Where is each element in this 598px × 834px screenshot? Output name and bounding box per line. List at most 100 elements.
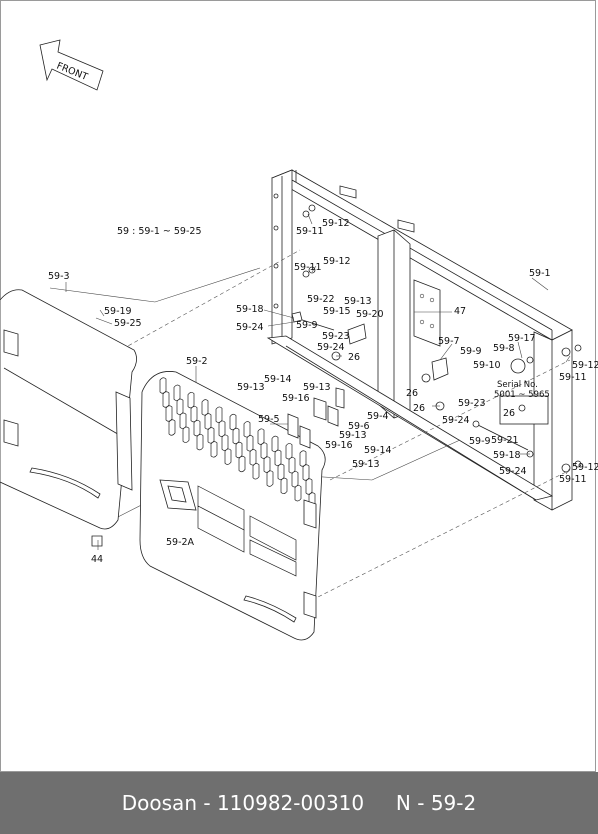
- callout-59-11-c: 59-11: [559, 372, 587, 383]
- callout-59-15: 59-15: [323, 306, 351, 317]
- vent-slot: [302, 464, 310, 481]
- vent-slot: [218, 420, 226, 437]
- callout-47: 47: [454, 306, 466, 317]
- leader-lines: [65, 213, 571, 550]
- callout-59-4: 59-4: [367, 411, 389, 422]
- callout-59-9-a: 59-9: [296, 320, 318, 331]
- callout-59-12-c: 59-12: [572, 360, 598, 371]
- callout-59-23-a: 59-23: [322, 331, 350, 342]
- callout-59-9-c: 59-9: [469, 436, 491, 447]
- callout-44: 44: [91, 554, 103, 565]
- vent-slot: [260, 442, 268, 459]
- vent-slot: [277, 463, 285, 481]
- callout-59-14-a: 59-14: [264, 374, 292, 385]
- side-panel-59-3: [0, 289, 137, 547]
- vent-slot: [193, 419, 201, 437]
- vent-slot: [249, 449, 257, 466]
- callout-59-13-c: 59-13: [303, 382, 331, 393]
- callout-59-23-b: 59-23: [458, 398, 486, 409]
- vent-slot: [221, 434, 229, 451]
- vent-slot: [274, 449, 282, 467]
- vent-slot: [165, 405, 173, 422]
- callout-59-11-a: 59-11: [296, 226, 324, 237]
- footer-brand: Doosan: [121, 791, 197, 815]
- vent-slot: [285, 443, 293, 460]
- vent-slot: [215, 406, 223, 423]
- exploded-view-drawing: FRONT: [0, 39, 598, 641]
- door-vent-slots: [159, 377, 316, 509]
- callout-59-17: 59-17: [508, 333, 536, 344]
- footer-part-number: 110982-00310: [216, 791, 365, 815]
- vent-slot: [271, 435, 279, 453]
- callout-59-11-d: 59-11: [559, 474, 587, 485]
- callout-59-12-a: 59-12: [322, 218, 350, 229]
- callout-59-1: 59-1: [529, 268, 551, 279]
- group-note: 59 : 59-1 ~ 59-25: [117, 226, 202, 237]
- vent-slot: [182, 426, 190, 443]
- vent-slot: [266, 470, 274, 487]
- serial-range: 5001 ~ 5965: [494, 390, 550, 400]
- callout-59-12-b: 59-12: [323, 256, 351, 267]
- vent-slot: [243, 421, 251, 438]
- callout-59-9-b: 59-9: [460, 346, 482, 357]
- callout-59-2: 59-2: [186, 356, 208, 367]
- callout-26-c: 26: [413, 403, 425, 414]
- vent-slot: [232, 427, 240, 445]
- vent-slot: [173, 384, 181, 401]
- vent-slot: [299, 450, 307, 467]
- vent-slot: [263, 456, 271, 473]
- callout-59-13-d: 59-13: [339, 430, 367, 441]
- vent-slot: [201, 399, 209, 416]
- serial-number-box: Serial No. 5001 ~ 5965 26: [494, 380, 550, 425]
- callout-59-13-e: 59-13: [352, 459, 380, 470]
- callout-59-11-b: 59-11: [294, 262, 322, 273]
- callout-59-6: 59-6: [348, 421, 370, 432]
- callout-59-21: 59-21: [491, 435, 519, 446]
- vent-slot: [246, 435, 254, 452]
- vent-slot: [162, 391, 170, 408]
- callout-26-b: 26: [406, 388, 418, 399]
- footer-separator: -: [197, 791, 217, 815]
- vent-slot: [291, 471, 299, 488]
- vent-slot: [252, 463, 260, 480]
- vent-slot: [190, 405, 198, 423]
- vent-slot: [235, 441, 243, 459]
- callout-59-13-a: 59-13: [344, 296, 372, 307]
- vent-slot: [179, 412, 187, 429]
- vent-slot: [204, 413, 212, 430]
- callout-59-7: 59-7: [438, 336, 460, 347]
- vent-slot: [196, 433, 204, 451]
- vent-slot: [176, 398, 184, 415]
- callout-59-3: 59-3: [48, 271, 70, 282]
- callout-59-14-b: 59-14: [364, 445, 392, 456]
- door-panel-59-2: [139, 371, 345, 641]
- vent-slot: [187, 391, 195, 409]
- callout-59-12-d: 59-12: [572, 462, 598, 473]
- callout-59-22: 59-22: [307, 294, 335, 305]
- callout-26-a: 26: [348, 352, 360, 363]
- serial-part: 26: [503, 408, 515, 419]
- callout-59-16-b: 59-16: [325, 440, 353, 451]
- callout-59-10: 59-10: [473, 360, 501, 371]
- vent-slot: [168, 419, 176, 436]
- callout-59-25: 59-25: [114, 318, 142, 329]
- callout-59-19: 59-19: [104, 306, 132, 317]
- callout-59-13-b: 59-13: [237, 382, 265, 393]
- front-arrow-icon: FRONT: [39, 39, 104, 91]
- callout-59-20: 59-20: [356, 309, 384, 320]
- footer-page-ref: N - 59-2: [395, 791, 477, 815]
- callout-59-16-a: 59-16: [282, 393, 310, 404]
- callout-59-18-b: 59-18: [493, 450, 521, 461]
- vent-slot: [238, 455, 246, 473]
- vent-slot: [288, 457, 296, 474]
- vent-slot: [224, 448, 232, 465]
- vent-slot: [210, 441, 218, 458]
- callout-59-2a: 59-2A: [166, 537, 195, 548]
- footer-gap: [364, 791, 396, 815]
- serial-title: Serial No.: [497, 380, 538, 390]
- vent-slot: [257, 428, 265, 445]
- callout-labels: 59-3 59-19 59-25 59-2 59-2A 44 59-11 59-…: [48, 218, 598, 565]
- callout-59-24-a: 59-24: [236, 322, 264, 333]
- vent-slot: [280, 477, 288, 495]
